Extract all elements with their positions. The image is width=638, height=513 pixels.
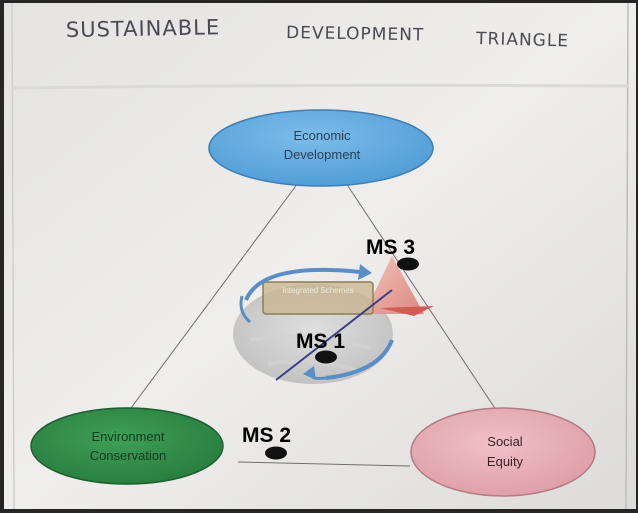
edge-environment-social bbox=[237, 461, 411, 467]
ms2-label: MS 2 bbox=[242, 424, 291, 447]
cycle-arrow-top bbox=[244, 268, 361, 301]
marker-ms1: MS 1 bbox=[296, 330, 345, 364]
node-environment-conservation: Environment Conservation bbox=[30, 407, 224, 485]
edge-economic-environment bbox=[127, 182, 299, 413]
inset-label: Integrated Schemes bbox=[282, 286, 354, 295]
marker-ms3: MS 3 bbox=[366, 236, 419, 271]
node-social-equity: Social Equity bbox=[410, 407, 596, 497]
edge-economic-social bbox=[345, 182, 501, 417]
cycle-arrow-left bbox=[239, 295, 252, 324]
title-word-sustainable: SUSTAINABLE bbox=[66, 15, 221, 42]
social-line2: Equity bbox=[487, 454, 524, 469]
paper-crease bbox=[11, 83, 629, 90]
inset-diagonal bbox=[275, 289, 393, 381]
ms3-dot bbox=[397, 257, 419, 271]
ms1-label: MS 1 bbox=[296, 330, 345, 353]
economic-line1: Economic bbox=[293, 128, 351, 143]
marker-ms2: MS 2 bbox=[242, 424, 291, 460]
inset-label-box bbox=[262, 281, 374, 315]
title-word-development: DEVELOPMENT bbox=[286, 23, 425, 45]
environment-line1: Environment bbox=[92, 429, 165, 444]
central-inset-graphic: Integrated Schemes bbox=[233, 256, 434, 384]
economic-line2: Development bbox=[284, 147, 361, 162]
title-word-triangle: TRIANGLE bbox=[475, 29, 569, 51]
cycle-arrowhead-top bbox=[358, 264, 372, 280]
node-economic-development: Economic Development bbox=[208, 109, 434, 187]
ms3-label: MS 3 bbox=[366, 236, 415, 259]
cycle-arrowhead-bottom bbox=[303, 366, 316, 380]
environment-line2: Conservation bbox=[90, 448, 167, 463]
cycle-arrow-right bbox=[325, 339, 394, 380]
ms1-dot bbox=[315, 350, 337, 364]
mini-triangle-accent bbox=[380, 306, 434, 316]
ms2-dot bbox=[265, 446, 287, 460]
social-line1: Social bbox=[487, 434, 523, 449]
